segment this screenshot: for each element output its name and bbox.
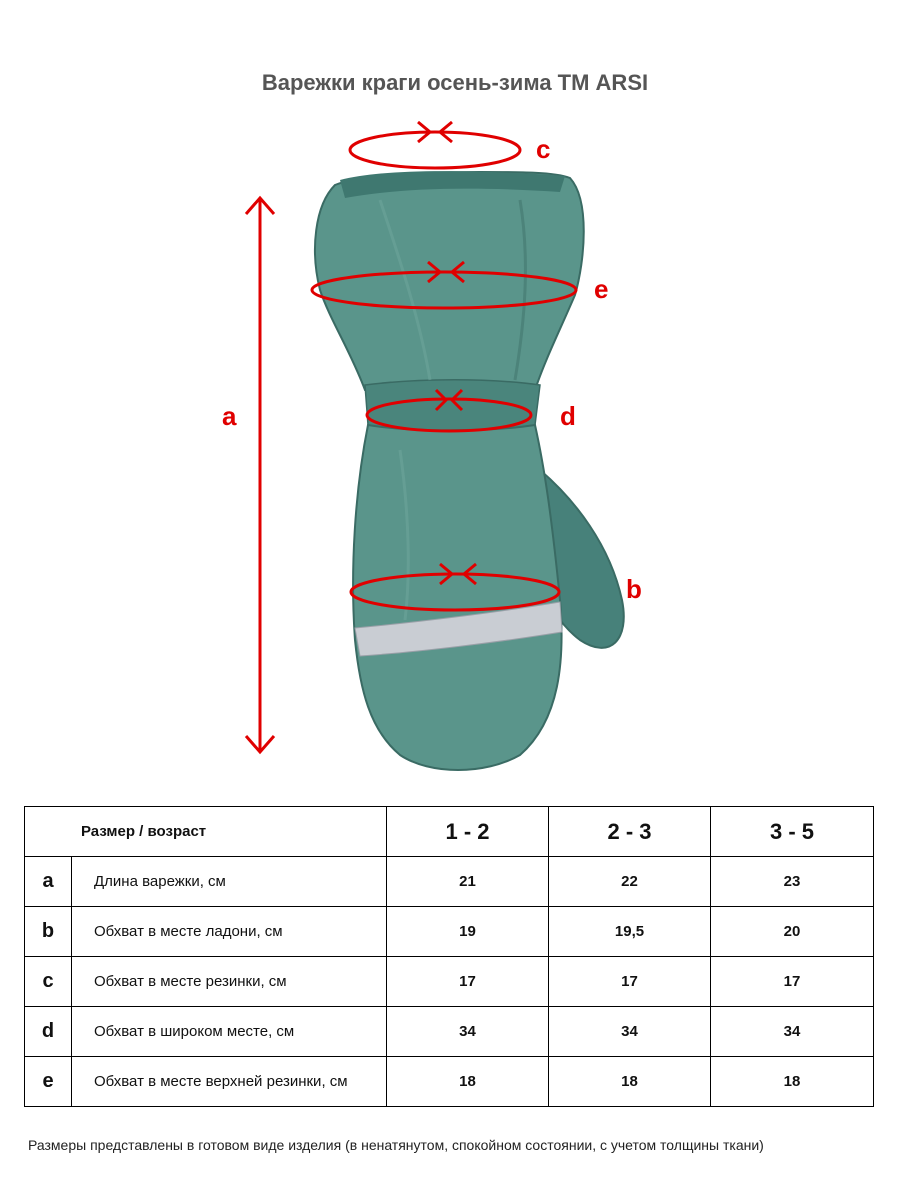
table-row: c Обхват в месте резинки, см 17 17 17 — [24, 956, 874, 1007]
label-e: e — [594, 274, 609, 304]
row-description: Длина варежки, см — [71, 856, 387, 907]
header-size-1: 1 - 2 — [386, 806, 549, 857]
row-value: 17 — [710, 956, 874, 1007]
row-value: 18 — [386, 1056, 549, 1107]
page-title: Варежки краги осень-зима ТМ ARSI — [261, 70, 649, 95]
header-size-3: 3 - 5 — [710, 806, 874, 857]
row-value: 19 — [386, 906, 549, 957]
row-value: 23 — [710, 856, 874, 907]
row-description: Обхват в широком месте, см — [71, 1006, 387, 1057]
table-row: d Обхват в широком месте, см 34 34 34 — [24, 1006, 874, 1057]
measure-e-ellipse — [310, 260, 578, 310]
mitten-cuff — [314, 170, 585, 391]
label-b: b — [626, 574, 642, 604]
measure-b-ellipse — [349, 562, 561, 612]
label-a: a — [222, 401, 237, 431]
measure-a-arrow — [244, 195, 276, 755]
row-value: 17 — [548, 956, 711, 1007]
row-value: 19,5 — [548, 906, 711, 957]
header-size-2: 2 - 3 — [548, 806, 711, 857]
footnote: Размеры представлены в готовом виде изде… — [28, 1137, 764, 1153]
row-value: 34 — [710, 1006, 874, 1057]
row-key: e — [24, 1056, 72, 1107]
row-description: Обхват в месте резинки, см — [71, 956, 387, 1007]
table-row: a Длина варежки, см 21 22 23 — [24, 856, 874, 907]
row-value: 20 — [710, 906, 874, 957]
row-key: b — [24, 906, 72, 957]
label-c: c — [536, 134, 551, 164]
table-row: e Обхват в месте верхней резинки, см 18 … — [24, 1056, 874, 1107]
mitten-hand — [352, 423, 563, 771]
row-value: 34 — [548, 1006, 711, 1057]
header-size-age: Размер / возраст — [24, 806, 387, 857]
label-d: d — [560, 401, 576, 431]
row-key: a — [24, 856, 72, 907]
size-table: Размер / возраст 1 - 2 2 - 3 3 - 5 a Дли… — [24, 806, 874, 1107]
reflector-stripe — [354, 601, 563, 657]
mitten-image — [314, 170, 625, 771]
row-value: 18 — [548, 1056, 711, 1107]
measure-c-ellipse — [348, 120, 522, 170]
row-description: Обхват в месте верхней резинки, см — [71, 1056, 387, 1107]
mitten-illustration — [244, 120, 625, 771]
row-value: 18 — [710, 1056, 874, 1107]
table-header-row: Размер / возраст 1 - 2 2 - 3 3 - 5 — [24, 806, 874, 857]
row-key: d — [24, 1006, 72, 1057]
row-value: 22 — [548, 856, 711, 907]
row-value: 17 — [386, 956, 549, 1007]
measure-d-ellipse — [365, 388, 533, 433]
row-key: c — [24, 956, 72, 1007]
row-value: 21 — [386, 856, 549, 907]
row-description: Обхват в месте ладони, см — [71, 906, 387, 957]
table-row: b Обхват в месте ладони, см 19 19,5 20 — [24, 906, 874, 957]
row-value: 34 — [386, 1006, 549, 1057]
